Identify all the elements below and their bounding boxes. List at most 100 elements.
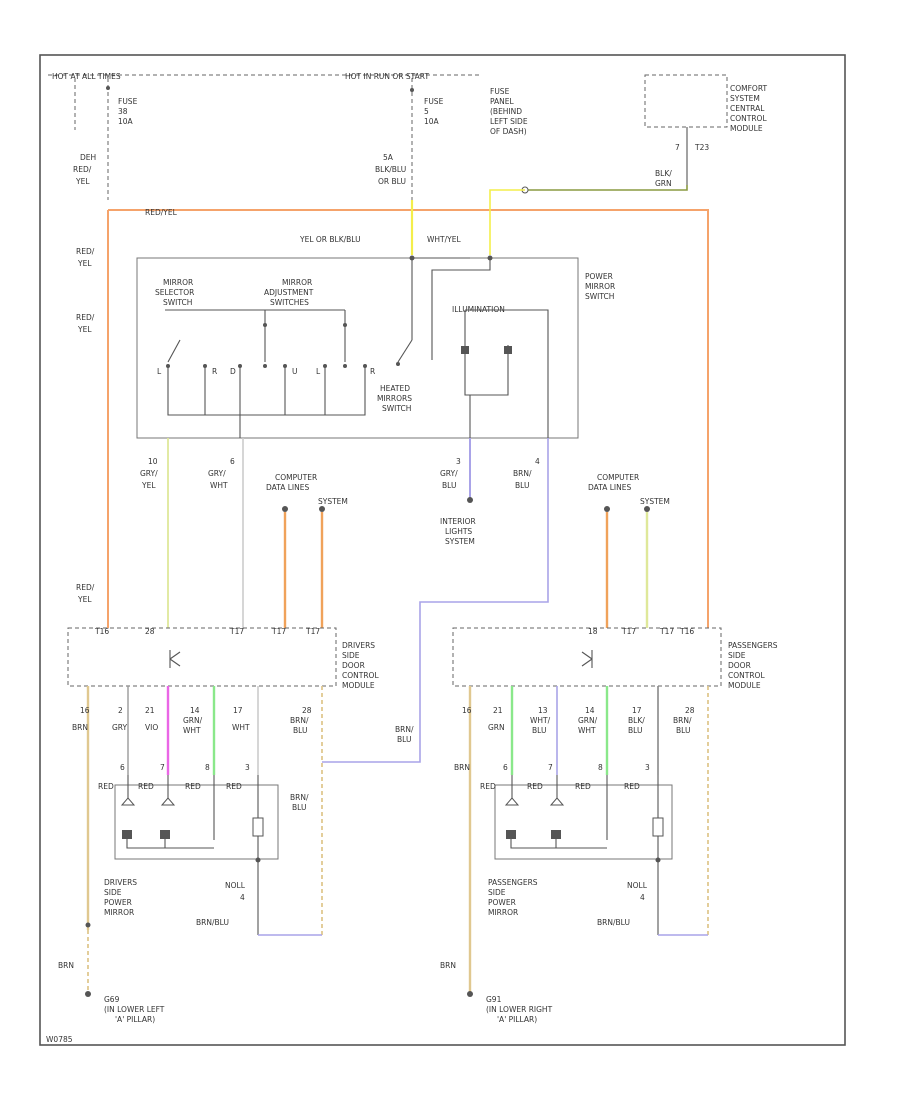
cdl-right-node-1 (604, 506, 610, 512)
power-mirror-switch-box (136, 257, 579, 439)
w4-2: BRN/ (513, 469, 532, 478)
wire-4-brn-blu (322, 438, 549, 763)
mid-wire-c: OR BLU (378, 177, 406, 186)
ddm-2: SIDE (342, 651, 360, 660)
dm-pin7: 7 (160, 763, 165, 772)
d-noll-1: NOLL (225, 881, 246, 890)
hot-run-start-label: HOT IN RUN OR START (345, 72, 429, 81)
p-w3a: WHT/ (530, 716, 551, 725)
pm-red-2: RED (527, 782, 543, 791)
fuse-5-num: 5 (424, 107, 429, 116)
pdm-5: MODULE (728, 681, 761, 690)
mirror-adj-2: ADJUSTMENT (264, 288, 314, 297)
power-mirror-2: MIRROR (585, 282, 615, 291)
ddm-pin-t3: T17 (229, 627, 244, 636)
d-p28: 28 (302, 706, 312, 715)
dm-red-1: RED (98, 782, 114, 791)
heated-3: SWITCH (382, 404, 411, 413)
interior-3: SYSTEM (445, 537, 475, 546)
d-p16: 16 (80, 706, 90, 715)
dm-red-4: RED (226, 782, 242, 791)
pm-pin8: 8 (598, 763, 603, 772)
cdl-right-1: COMPUTER (597, 473, 639, 482)
left-bot-a: RED/ (76, 583, 95, 592)
sw-l-label: L (157, 367, 162, 376)
d-ground-node (85, 991, 91, 997)
d-mirror-3: POWER (104, 898, 132, 907)
ddm-4: CONTROL (342, 671, 379, 680)
p-w5b: BLU (628, 726, 642, 735)
pdm-pin-t4: T16 (679, 627, 694, 636)
ddm-pin-t1: T16 (94, 627, 109, 636)
d-p21: 21 (145, 706, 155, 715)
p-mirror-3: POWER (488, 898, 516, 907)
power-mirror-3: SWITCH (585, 292, 614, 301)
d-noll-2: 4 (240, 893, 245, 902)
adjustment-contacts (238, 310, 367, 368)
driver-output-wires (86, 686, 323, 935)
d-ground-node-top (85, 922, 91, 928)
passenger-output-wires (468, 686, 709, 992)
ddm-1: DRIVERS (342, 641, 375, 650)
d-w4b: WHT (183, 726, 201, 735)
p-gnd-1: G91 (486, 995, 502, 1004)
sw-d-label: D (230, 367, 236, 376)
left-mid-b: YEL (77, 259, 92, 268)
w3-1: 3 (456, 457, 461, 466)
fuse-38-amp: 10A (118, 117, 134, 126)
mid-brn-blu-1: BRN/ (395, 725, 414, 734)
d-mirror-4: MIRROR (104, 908, 134, 917)
d-p2: 2 (118, 706, 123, 715)
pdm-pin-t2: T17 (621, 627, 636, 636)
left-low-a: RED/ (76, 313, 95, 322)
cdl-left-node-2 (319, 506, 325, 512)
w3-2: GRY/ (440, 469, 458, 478)
left-low-b: YEL (77, 325, 92, 334)
fuse-5-label: FUSE (424, 97, 444, 106)
comfort-5: MODULE (730, 124, 763, 133)
fuse-38-num: 38 (118, 107, 128, 116)
illum-lamp-1 (461, 346, 469, 354)
p-w2: GRN (488, 723, 505, 732)
d-gnd-3: 'A' PILLAR) (115, 1015, 155, 1024)
d-gnd-1: G69 (104, 995, 120, 1004)
w10-3: YEL (141, 481, 156, 490)
pdm-2: SIDE (728, 651, 746, 660)
p-gnd-3: 'A' PILLAR) (497, 1015, 537, 1024)
drivers-mirror-box (114, 784, 279, 860)
w6-3: WHT (210, 481, 228, 490)
mirror-adj-1: MIRROR (282, 278, 312, 287)
interior-1: INTERIOR (440, 517, 476, 526)
cdl-left-2: DATA LINES (266, 483, 309, 492)
cdl-left-node-1 (282, 506, 288, 512)
p-p28: 28 (685, 706, 695, 715)
comfort-pin: T23 (694, 143, 709, 152)
left-top-wire-b: RED/ (73, 165, 92, 174)
w6-1: 6 (230, 457, 235, 466)
comfort-3: CENTRAL (730, 104, 765, 113)
interior-node (467, 497, 473, 503)
left-mid-a: RED/ (76, 247, 95, 256)
comfort-1: COMFORT (730, 84, 767, 93)
p-w4a: GRN/ (578, 716, 598, 725)
p-w1: BRN (454, 763, 470, 772)
comfort-4: CONTROL (730, 114, 767, 123)
p-p13: 13 (538, 706, 548, 715)
d-w4a: GRN/ (183, 716, 203, 725)
fuse-panel-1: FUSE (490, 87, 510, 96)
pdm-pin-t1: 18 (588, 627, 598, 636)
heated-switch-blade (397, 339, 413, 363)
left-fuse-node (106, 86, 110, 90)
w10-1: 10 (148, 457, 158, 466)
heated-switch-contact (396, 362, 400, 366)
horiz-redyel-label: RED/YEL (145, 208, 178, 217)
drivers-door-module-box (67, 627, 337, 687)
d-brnblu: BRN/BLU (196, 918, 229, 927)
mirror-sel-1: MIRROR (163, 278, 193, 287)
ddm-pin-t5: T17 (305, 627, 320, 636)
p-w6a: BRN/ (673, 716, 692, 725)
p-mirror-2: SIDE (488, 888, 506, 897)
red-yel-bus (108, 209, 709, 628)
p-gnd-2: (IN LOWER RIGHT (486, 1005, 553, 1014)
pm-pin3: 3 (645, 763, 650, 772)
